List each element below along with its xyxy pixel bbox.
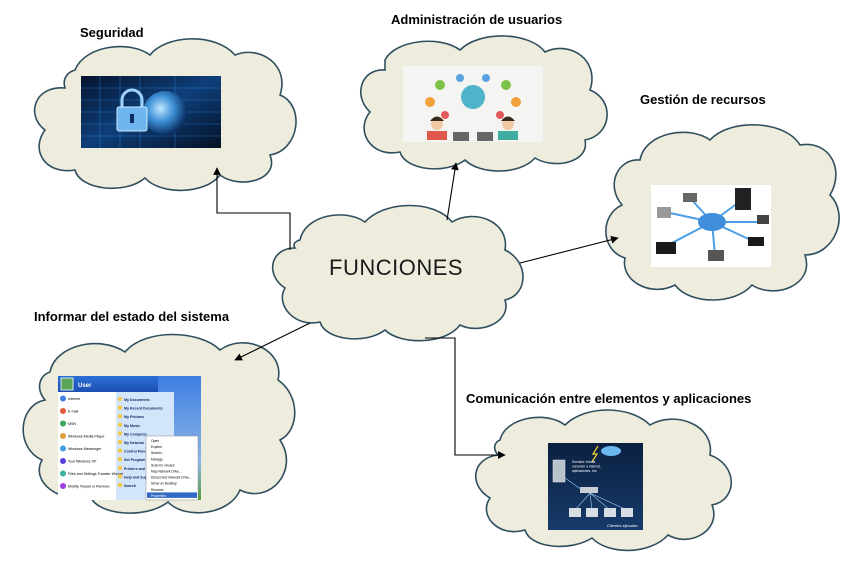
start-menu-item-icon <box>60 433 66 439</box>
start-menu-right-item: My Network <box>124 441 144 445</box>
client-computer-icon <box>569 508 581 517</box>
start-menu-item-icon <box>118 465 122 470</box>
start-menu-right-item: Printers and Faxes <box>124 467 156 471</box>
server-icon <box>552 459 566 483</box>
start-menu-left-item: Internet <box>68 397 80 401</box>
start-menu-left-item: Modify, Repair or Remove <box>68 485 109 489</box>
start-menu-item-icon <box>60 420 66 427</box>
arrow-to-usuarios <box>446 162 459 221</box>
start-menu-left-item: Windows Messenger <box>68 447 102 451</box>
switch-icon <box>580 487 598 493</box>
start-menu-item-icon <box>118 422 122 427</box>
context-menu-item: Explore <box>151 445 162 449</box>
start-menu-right-item: Search <box>124 484 136 488</box>
start-menu-left-item: Files and Settings Transfer Wizard <box>68 472 123 476</box>
start-menu-right-item: My Computer <box>124 432 148 436</box>
arrow-to-seguridad <box>213 167 291 250</box>
start-menu-item-icon <box>60 395 66 402</box>
context-menu-item: Scan for viruses <box>151 463 175 467</box>
start-menu-user: User <box>78 383 92 389</box>
start-menu-right-item: Control Panel <box>124 450 147 454</box>
start-menu-item-icon <box>118 440 122 444</box>
start-menu-item-icon <box>118 414 122 419</box>
client-computer-icon <box>586 508 598 517</box>
printer-icon <box>657 207 671 218</box>
start-menu-left-item: MSN <box>68 422 76 426</box>
context-menu-item: Disconnect Network Drive... <box>151 476 192 480</box>
start-menu-item-icon <box>60 483 66 489</box>
label-seguridad: Seguridad <box>80 25 144 40</box>
label-informar-estado: Informar del estado del sistema <box>34 309 230 324</box>
globe-icon <box>143 91 187 135</box>
label-gestion-recursos: Gestión de recursos <box>640 92 766 107</box>
lightning-icon <box>591 445 599 463</box>
client-computer-icon <box>604 508 616 517</box>
client-computer-icon <box>621 508 633 517</box>
network-resources-image <box>651 185 771 267</box>
start-menu-right-item: My Recent Documents <box>124 407 163 411</box>
arrow-to-estado <box>234 322 311 361</box>
label-comunicacion: Comunicación entre elementos y aplicacio… <box>466 391 752 406</box>
monitor-icon <box>683 193 697 202</box>
server-icon <box>735 188 751 210</box>
phone-icon <box>748 237 764 246</box>
context-menu-item: Manage <box>151 457 163 461</box>
start-menu-item-icon <box>60 408 66 414</box>
arrow-to-comunicacion <box>425 337 506 459</box>
person-icon <box>498 116 518 140</box>
start-menu-right-item: My Music <box>124 424 140 428</box>
start-menu-item-icon <box>118 474 122 479</box>
person-icon <box>427 116 447 140</box>
start-menu-item-icon <box>118 431 122 436</box>
start-menu-right-item: Help and Support <box>124 475 155 479</box>
globe-icon <box>461 85 485 109</box>
start-menu-left-item: E-mail <box>68 410 78 414</box>
context-menu-item: Show on Desktop <box>151 482 177 486</box>
security-lock-globe-image <box>81 76 221 148</box>
avatar <box>60 377 74 391</box>
internet-cloud-icon <box>601 446 621 456</box>
start-menu-left-item: Tour Windows XP <box>68 460 97 464</box>
start-menu-item-icon <box>118 448 122 453</box>
start-menu-right-item: My Pictures <box>124 415 144 419</box>
start-menu-right-item: My Documents <box>124 398 150 402</box>
clients-caption: Clientes ejecutan <box>607 523 638 528</box>
context-menu-item: Rename <box>151 488 164 492</box>
laptop-icon <box>708 250 724 261</box>
start-menu-item-icon <box>118 405 122 410</box>
label-administracion-usuarios: Administración de usuarios <box>391 12 563 27</box>
start-menu-item-icon <box>60 470 66 477</box>
context-menu-item: Open <box>151 439 159 443</box>
start-menu-left-item: Windows Media Player <box>68 435 105 439</box>
context-item-highlight <box>147 492 197 498</box>
context-menu-item: Search... <box>151 451 164 455</box>
context-menu-item: Map Network Drive... <box>151 470 182 474</box>
padlock-icon <box>116 88 148 132</box>
center-label: FUNCIONES <box>329 255 464 280</box>
arrow-to-recursos <box>519 235 619 264</box>
cloud-icon <box>698 213 726 231</box>
laptop-icon <box>757 215 769 224</box>
start-menu-item-icon <box>60 458 66 464</box>
start-menu-item-icon <box>118 397 122 401</box>
user-administration-image <box>403 66 543 142</box>
tablet-icon <box>656 242 676 254</box>
start-menu-item-icon <box>118 457 122 462</box>
cloud-center <box>271 204 524 342</box>
start-menu-item-icon <box>118 483 122 487</box>
context-menu-item: Properties <box>151 494 166 498</box>
start-menu-item-icon <box>60 445 66 452</box>
